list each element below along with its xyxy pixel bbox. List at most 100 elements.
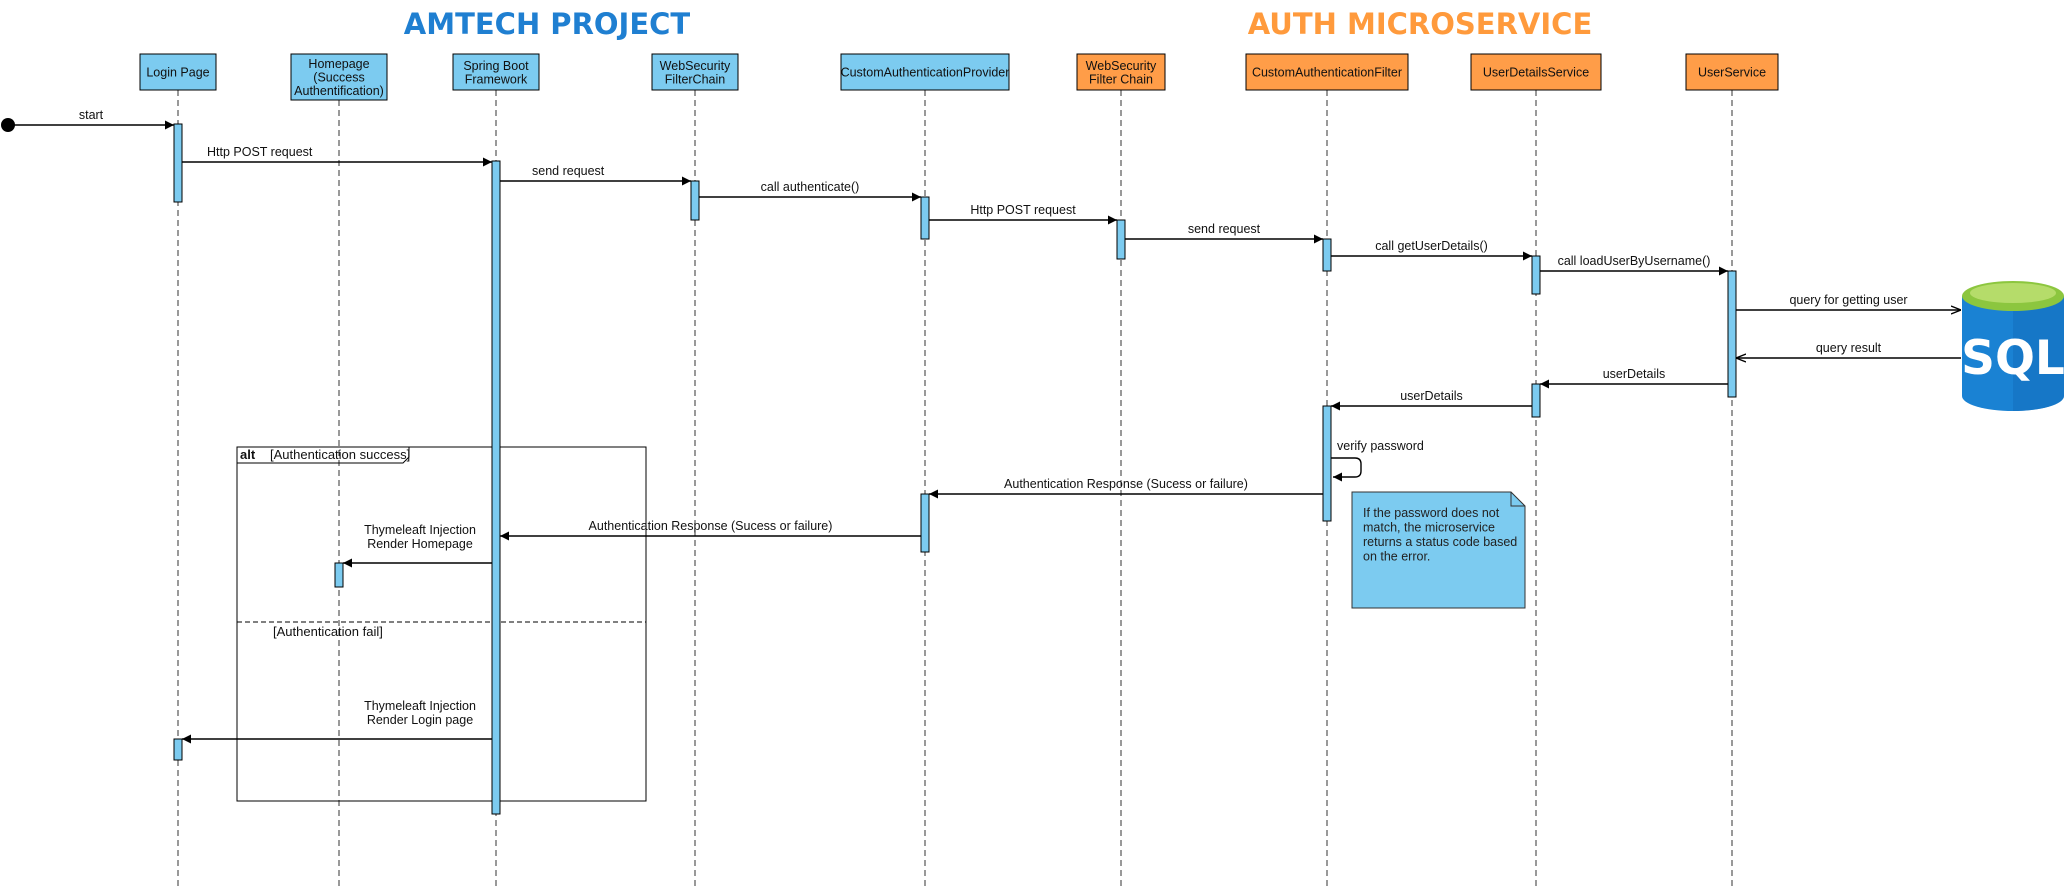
sql-database: SQL xyxy=(1961,281,2064,411)
lifeline-uds: UserDetailsService xyxy=(1470,53,1602,886)
group-title-auth: AUTH MICROSERVICE xyxy=(1248,7,1593,41)
activation-home xyxy=(334,562,344,588)
message-caf-to-cap: Authentication Response (Sucess or failu… xyxy=(929,477,1323,499)
message-label: Render Homepage xyxy=(367,537,473,551)
message-label: Http POST request xyxy=(207,145,313,159)
message-websec1-to-cap: call authenticate() xyxy=(699,180,921,202)
lifeline-cap: CustomAuthenticationProvider xyxy=(840,53,1010,886)
lifeline-box xyxy=(651,53,739,91)
note-fold xyxy=(1510,492,1525,507)
message-cap-to-spring: Authentication Response (Sucess or failu… xyxy=(500,519,921,541)
note-line: returns a status code based xyxy=(1363,535,1517,549)
message-cap-to-websec2: Http POST request xyxy=(929,203,1117,225)
message-label: Thymeleaft Injection xyxy=(364,699,476,713)
activation-cap xyxy=(920,493,930,553)
group-title-amtech: AMTECH PROJECT xyxy=(404,7,691,41)
lifeline-label: WebSecurity xyxy=(660,59,731,73)
activation-login xyxy=(173,738,183,761)
lifeline-label: Login Page xyxy=(146,66,209,80)
message-label: call getUserDetails() xyxy=(1375,239,1488,253)
activation-uds xyxy=(1531,383,1541,418)
message-label: userDetails xyxy=(1603,367,1666,381)
activation-us xyxy=(1727,270,1737,398)
message-uds-to-us: call loadUserByUsername() xyxy=(1540,254,1728,276)
activation-websec2 xyxy=(1116,219,1126,260)
lifelines: Login Page Homepage(SuccessAuthentificati… xyxy=(139,53,1779,886)
activation-caf xyxy=(1322,405,1332,522)
message-caf-to-uds: call getUserDetails() xyxy=(1331,239,1532,261)
lifeline-box xyxy=(1685,53,1779,91)
lifeline-box xyxy=(1076,53,1166,91)
lifeline-label: Filter Chain xyxy=(1089,72,1153,86)
lifeline-label: (Success xyxy=(313,71,364,85)
note-line: on the error. xyxy=(1363,550,1430,564)
note-line: If the password does not xyxy=(1363,506,1500,520)
lifeline-label: CustomAuthenticationProvider xyxy=(841,66,1010,80)
lifeline-label: Authentification) xyxy=(294,84,384,98)
message-login-to-spring: Http POST request xyxy=(182,145,492,167)
message-label: Authentication Response (Sucess or failu… xyxy=(589,519,833,533)
message-label: start xyxy=(79,108,104,122)
message-label: query for getting user xyxy=(1789,293,1907,307)
lifeline-box xyxy=(452,53,540,91)
lifeline-us: UserService xyxy=(1685,53,1779,886)
lifeline-box xyxy=(139,53,217,91)
message-uds-to-caf: userDetails xyxy=(1331,389,1532,411)
message-label: Thymeleaft Injection xyxy=(364,523,476,537)
lifeline-box xyxy=(290,53,388,101)
activation-uds xyxy=(1531,255,1541,295)
message-start-to-login: start xyxy=(1,108,174,132)
message-caf-to-caf: verify password xyxy=(1331,439,1424,482)
lifeline-caf: CustomAuthenticationFilter xyxy=(1245,53,1409,886)
activation-bars xyxy=(173,123,1737,815)
message-label: Authentication Response (Sucess or failu… xyxy=(1004,477,1248,491)
activation-websec1 xyxy=(690,180,700,221)
db-top-highlight xyxy=(1970,283,2056,303)
message-us-to-uds: userDetails xyxy=(1540,367,1728,389)
message-arrow xyxy=(1331,457,1362,482)
lifeline-box xyxy=(840,53,1010,91)
message-label: Http POST request xyxy=(970,203,1076,217)
message-label: userDetails xyxy=(1400,389,1463,403)
lifeline-box xyxy=(1470,53,1602,91)
alt-frame-tab xyxy=(237,447,410,464)
alt-guard-success: [Authentication success] xyxy=(270,447,410,462)
lifeline-label: CustomAuthenticationFilter xyxy=(1252,66,1402,80)
message-label: verify password xyxy=(1337,439,1424,453)
lifeline-label: UserDetailsService xyxy=(1483,66,1589,80)
lifeline-label: Spring Boot xyxy=(463,59,529,73)
message-label: query result xyxy=(1816,341,1882,355)
message-spring-to-websec1: send request xyxy=(500,164,691,186)
db-shade xyxy=(2013,296,2064,411)
alt-keyword: alt xyxy=(240,447,256,462)
lifeline-label: FilterChain xyxy=(665,72,725,86)
message-us-to-db: query for getting user xyxy=(1736,293,1961,310)
db-label: SQL xyxy=(1961,331,2064,386)
alt-frame-border xyxy=(236,446,647,802)
message-label: call authenticate() xyxy=(761,180,860,194)
message-label: send request xyxy=(1188,222,1261,236)
activation-login xyxy=(173,123,183,203)
message-label: send request xyxy=(532,164,605,178)
activation-cap xyxy=(920,196,930,240)
lifeline-label: Framework xyxy=(465,72,528,86)
lifeline-label: Homepage xyxy=(308,57,369,71)
alt-guard-fail: [Authentication fail] xyxy=(273,624,383,639)
activation-spring xyxy=(491,160,501,815)
alt-frame: alt [Authentication success] [Authenticati… xyxy=(236,446,647,802)
activation-caf xyxy=(1322,238,1332,272)
note-box xyxy=(1351,491,1526,609)
message-db-to-us: query result xyxy=(1736,341,1961,358)
start-dot xyxy=(1,118,15,132)
note-line: match, the microservice xyxy=(1363,521,1495,535)
message-label: call loadUserByUsername() xyxy=(1558,254,1711,268)
